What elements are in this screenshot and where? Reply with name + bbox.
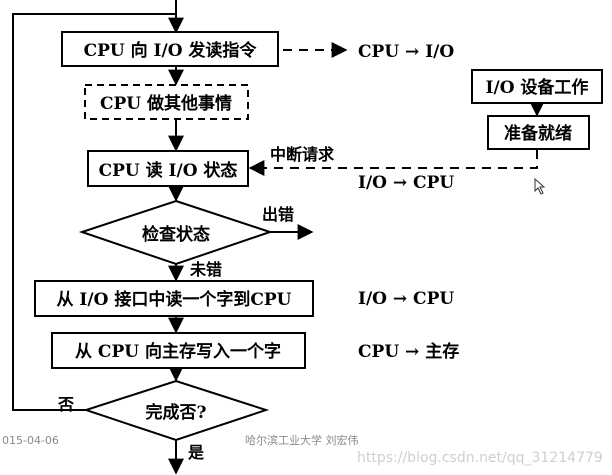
footer-date: 015-04-06 [2, 434, 59, 447]
label-not-error: 未错 [189, 260, 222, 279]
box-read-word [34, 280, 314, 317]
text-complete: 完成否? [146, 402, 207, 423]
text-write-word: 从 CPU 向主存写入一个字 [75, 341, 281, 362]
label-cpu-to-memory: CPU → 主存 [358, 341, 459, 362]
text-ready: 准备就绪 [504, 123, 572, 144]
label-io-to-cpu-2: I/O → CPU [358, 289, 454, 309]
box-io-device-work [471, 69, 603, 104]
label-yes: 是 [187, 443, 204, 462]
box-ready [487, 115, 590, 150]
text-read-word: 从 I/O 接口中读一个字到CPU [57, 289, 292, 310]
box-cpu-read-status [87, 150, 249, 187]
label-no: 否 [57, 395, 74, 414]
mouse-cursor-icon [534, 177, 546, 195]
label-interrupt-request: 中断请求 [270, 145, 335, 164]
label-io-to-cpu-1: I/O → CPU [358, 173, 454, 193]
text-io-device-work: I/O 设备工作 [486, 77, 589, 98]
text-cpu-other: CPU 做其他事情 [100, 93, 232, 114]
dashed-interrupt-path [248, 150, 538, 176]
diamond-complete [82, 379, 270, 442]
box-cpu-other [84, 84, 249, 120]
label-error: 出错 [262, 205, 294, 224]
text-cpu-send-read: CPU 向 I/O 发读指令 [84, 40, 258, 61]
footer-watermark: https://blog.csdn.net/qq_31214779 [357, 450, 603, 466]
label-cpu-to-io: CPU → I/O [358, 42, 454, 62]
text-cpu-read-status: CPU 读 I/O 状态 [99, 160, 238, 181]
connector-loop-back [12, 13, 176, 411]
text-check-status: 检查状态 [142, 224, 210, 245]
box-cpu-send-read [61, 31, 279, 67]
footer-credit: 哈尔滨工业大学 刘宏伟 [245, 433, 359, 447]
diamond-check-status [78, 199, 274, 266]
box-write-word [51, 332, 306, 369]
